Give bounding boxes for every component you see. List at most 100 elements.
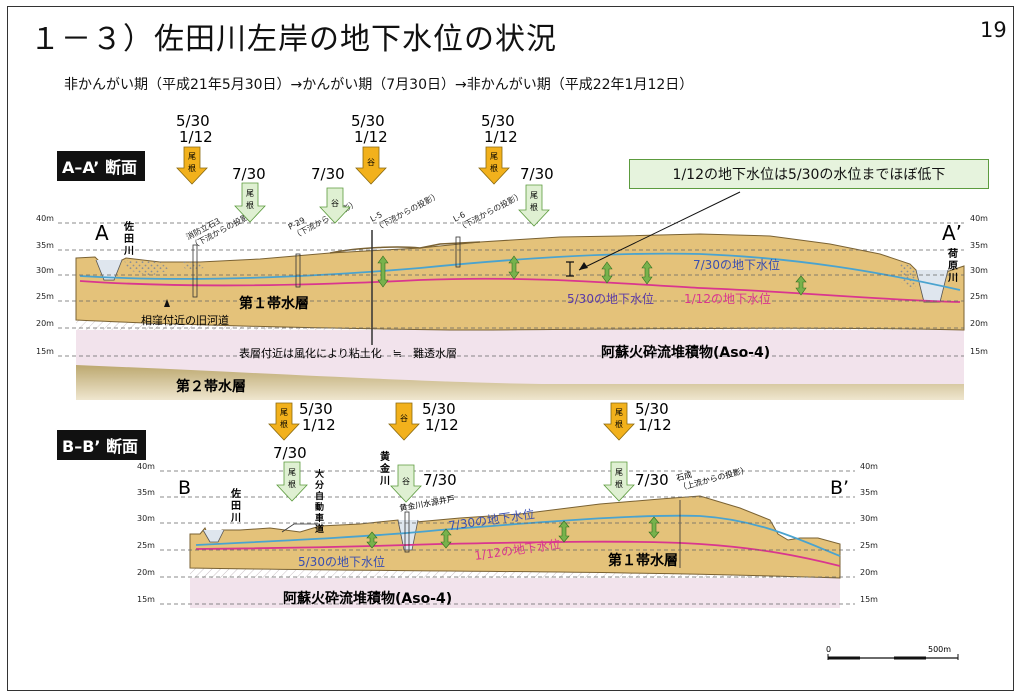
b6-ridge-arrow [603, 461, 635, 502]
elev-a-left-40: 40m [36, 214, 54, 223]
well-p29 [295, 253, 301, 288]
svg-text:尾: 尾 [615, 468, 623, 477]
well-labels-a: 消防立石3（下流からの投影） P-29（下流からの投影） L-5（下流からの投影… [184, 190, 524, 251]
section-b-arrows: 尾 根 5/30 1/12 7/30 尾 根 谷 5/30 1/12 谷 7/3… [268, 400, 672, 503]
svg-text:30m: 30m [137, 514, 155, 523]
svg-text:川: 川 [379, 475, 390, 487]
a6-ridge-arrow [518, 184, 550, 227]
svg-text:車: 車 [315, 512, 324, 524]
svg-text:動: 動 [315, 501, 324, 513]
a2-date-0730: 7/30 [232, 165, 266, 183]
a4-date-0112: 1/12 [354, 128, 388, 146]
svg-text:大: 大 [315, 468, 324, 480]
svg-text:根: 根 [280, 419, 288, 429]
section-b-end-left: B [178, 477, 191, 499]
elev-a-left-20: 20m [36, 319, 54, 328]
scale-start: 0 [826, 645, 831, 654]
aquifer1-layer-b [189, 495, 841, 579]
a6-date-0730: 7/30 [520, 165, 554, 183]
water-0112-label-a: 1/12の地下水位 [684, 291, 771, 306]
page-number: 19 [980, 18, 1007, 42]
well-kogane-spring [404, 511, 410, 553]
ishinari-well-label: 石成 （上流からの投影） [675, 464, 750, 492]
elev-a-left-15: 15m [36, 347, 54, 356]
expressway-label: 大 分 自 動 車 道 [315, 468, 324, 535]
b3-valley-arrow [388, 402, 420, 441]
svg-text:佐: 佐 [230, 487, 241, 500]
a5-ridge-arrow [478, 146, 510, 185]
aquifer1-label-b: 第１帯水層 [608, 552, 678, 569]
section-b-end-right: B’ [830, 477, 849, 499]
svg-text:荷: 荷 [947, 247, 958, 260]
a3-date-0730: 7/30 [311, 165, 345, 183]
section-a-end-left: A [95, 221, 109, 245]
svg-text:川: 川 [123, 245, 134, 257]
svg-text:佐: 佐 [123, 220, 134, 233]
svg-text:尾: 尾 [280, 408, 288, 417]
elev-a-right-30: 30m [970, 266, 988, 275]
svg-text:金: 金 [379, 462, 391, 475]
svg-text:分: 分 [315, 479, 324, 491]
water-0730-label-a: 7/30の地下水位 [693, 257, 780, 272]
old-channel-arrow [164, 299, 170, 307]
svg-text:自: 自 [315, 490, 324, 502]
aquifer2-layer-a [76, 365, 964, 400]
kogane-river-label: 黄 金 川 [379, 450, 391, 487]
svg-text:田: 田 [124, 233, 134, 245]
svg-text:谷: 谷 [402, 477, 410, 486]
aquifer2-label: 第２帯水層 [176, 378, 246, 395]
svg-text:石成: 石成 [675, 469, 693, 483]
rise-arrows-a [377, 255, 807, 296]
rise-arrow-a3 [601, 261, 613, 284]
water-line-0112-a [79, 277, 961, 303]
wells-a [192, 230, 461, 345]
svg-text:根: 根 [615, 479, 623, 489]
elevation-labels-b: 40m 35m 30m 25m 20m 15m 40m 35m 30m 25m … [137, 462, 878, 604]
well-shobo-tateishi3 [192, 244, 198, 298]
weathering-label: 表層付近は風化により粘土化 ≒ 難透水層 [239, 346, 457, 360]
water-line-0112-b [195, 540, 841, 567]
well-a4-note: （下流からの投影） [456, 190, 524, 233]
slide-frame [7, 6, 1014, 691]
section-a-text: A A’ 佐 田 川 荷 原 川 第１帯水層 相窪付近の旧河道 表層付近は風化に… [95, 220, 962, 395]
sada-river-label-b: 佐 田 川 [230, 487, 241, 524]
rise-arrow-a5 [795, 275, 807, 296]
b5-date-0112: 1/12 [638, 416, 672, 434]
svg-text:尾: 尾 [188, 152, 196, 161]
expressway-leader [281, 523, 320, 533]
terrace-surface-a [329, 241, 481, 254]
svg-text:尾: 尾 [246, 189, 254, 198]
rise-arrow-a2 [508, 255, 520, 280]
callout-leader [578, 191, 741, 271]
svg-text:40m: 40m [860, 462, 878, 471]
nigawara-river-label: 荷 原 川 [947, 247, 958, 284]
a1-date-0530: 5/30 [176, 112, 210, 130]
svg-text:35m: 35m [137, 488, 155, 497]
water-0530-label-a: 5/30の地下水位 [567, 291, 654, 306]
section-b-label: B–B’ 断面 [57, 430, 147, 460]
svg-text:根: 根 [246, 200, 254, 210]
svg-text:谷: 谷 [400, 414, 408, 423]
period-subtitle: 非かんがい期（平成21年5月30日）→かんがい期（7月30日）→非かんがい期（平… [64, 77, 694, 93]
section-a-arrows: 5/30 1/12 尾 根 7/30 尾 根 7/30 谷 5/30 1/12 … [176, 112, 554, 227]
aquifer1-label-a: 第１帯水層 [239, 295, 309, 312]
elev-a-left-30: 30m [36, 266, 54, 275]
svg-text:25m: 25m [860, 541, 878, 550]
elev-a-right-15: 15m [970, 347, 988, 356]
well-a3-note: （下流からの投影） [373, 190, 441, 233]
a1-ridge-arrow [176, 146, 208, 185]
svg-text:原: 原 [948, 260, 958, 272]
svg-text:根: 根 [188, 163, 196, 173]
a5-date-0530: 5/30 [481, 112, 515, 130]
water-line-0730-b [195, 514, 841, 557]
rise-arrows-b [366, 516, 660, 549]
elev-a-left-35: 35m [36, 241, 54, 250]
b3-date-0112: 1/12 [425, 416, 459, 434]
aquifer1-layer-a [75, 233, 965, 331]
b5-ridge-arrow [603, 402, 635, 441]
b4-date-0730: 7/30 [423, 471, 457, 489]
small-diff-marker [566, 261, 574, 277]
svg-text:25m: 25m [137, 541, 155, 550]
